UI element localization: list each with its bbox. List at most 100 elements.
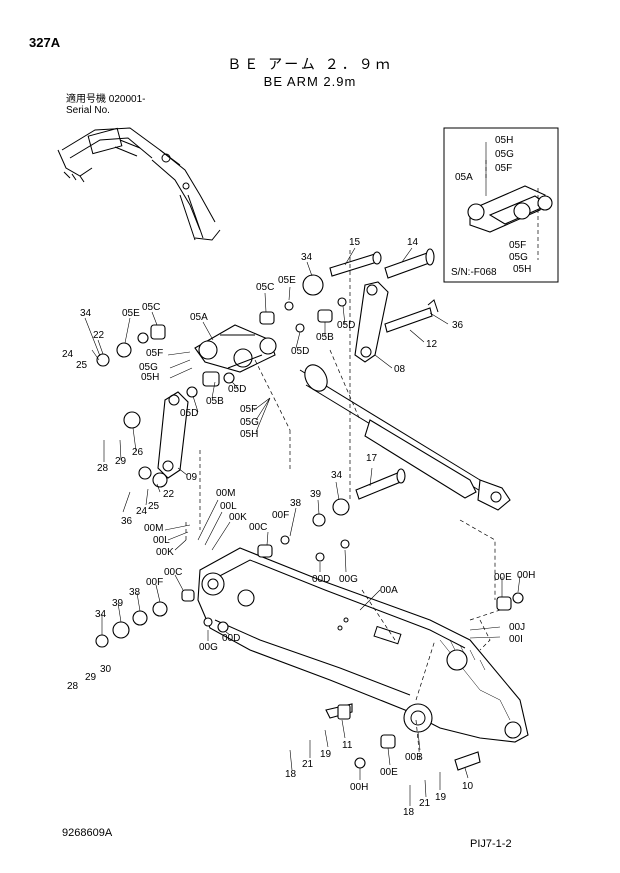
callout: 05H — [240, 429, 258, 440]
callout: 05F — [495, 163, 512, 174]
title-english: BE ARM 2.9m — [263, 74, 357, 89]
callout: 05H — [141, 372, 159, 383]
callout: 34 — [331, 470, 343, 481]
serial-label-english: Serial No. — [66, 105, 110, 116]
callout: 21 — [419, 798, 431, 809]
inset-pin-group-box — [443, 127, 559, 283]
callout: 17 — [366, 453, 378, 464]
callout: 00L — [220, 501, 237, 512]
callout: 00G — [339, 574, 358, 585]
callout: 05G — [240, 417, 259, 428]
callout: 05F — [240, 404, 257, 415]
callout: 00J — [509, 622, 525, 633]
callout: 14 — [407, 237, 419, 248]
callout: 22 — [93, 330, 105, 341]
callout: 05H — [495, 135, 513, 146]
callout: 05D — [337, 320, 355, 331]
link-05A-assembly — [194, 324, 277, 373]
callout: 08 — [394, 364, 406, 375]
callout: 11 — [342, 740, 353, 751]
callout: 15 — [349, 237, 361, 248]
callout: 09 — [186, 472, 198, 483]
callout: 05B — [316, 332, 334, 343]
callout: 25 — [76, 360, 88, 371]
callout: 00F — [146, 577, 163, 588]
callout: 00K — [229, 512, 247, 523]
leader-lines — [84, 247, 521, 806]
callout-labels: 15 14 34 05C 05E 34 05E 05C 22 24 25 05A… — [62, 135, 535, 818]
callout: 00E — [494, 572, 512, 583]
callout: 05A — [190, 312, 208, 323]
callout: 36 — [452, 320, 464, 331]
callout: 10 — [462, 781, 474, 792]
callout: 05G — [495, 149, 514, 160]
callout: 05G — [139, 362, 158, 373]
inset-serial-note: S/N:-F068 — [451, 267, 497, 278]
callout: 39 — [112, 598, 124, 609]
callout: 05G — [509, 252, 528, 263]
callout: 21 — [302, 759, 314, 770]
machine-overview-sketch — [57, 127, 221, 241]
serial-label-japanese: 適用号機 020001- — [66, 94, 146, 105]
callout: 00D — [312, 574, 330, 585]
callout: 00D — [222, 633, 240, 644]
sheet-reference: PIJ7-1-2 — [470, 838, 512, 850]
callout: 25 — [148, 501, 160, 512]
link-09 — [157, 391, 189, 479]
callout: 36 — [121, 516, 133, 527]
callout: 18 — [403, 807, 415, 818]
callout: 00M — [144, 523, 163, 534]
callout: 05A — [455, 172, 473, 183]
callout: 29 — [85, 672, 97, 683]
drawing-number: 9268609A — [62, 827, 113, 839]
link-08 — [354, 281, 389, 363]
callout: 00C — [249, 522, 267, 533]
callout: 00H — [517, 570, 535, 581]
callout: 34 — [80, 308, 92, 319]
bucket-cylinder — [299, 364, 511, 511]
callout: 05D — [180, 408, 198, 419]
title-japanese: ＢＥ アーム ２．９ｍ — [227, 56, 393, 72]
callout: 24 — [136, 506, 148, 517]
callout: 05D — [291, 346, 309, 357]
callout: 00E — [380, 767, 398, 778]
callout: 00G — [199, 642, 218, 653]
page-number: 327A — [29, 35, 61, 50]
callout: 05H — [513, 264, 531, 275]
callout: 28 — [67, 681, 79, 692]
callout: 00F — [272, 510, 289, 521]
callout: 00A — [380, 585, 398, 596]
callout: 00B — [405, 752, 423, 763]
callout: 22 — [163, 489, 175, 500]
callout: 28 — [97, 463, 109, 474]
callout: 39 — [310, 489, 322, 500]
callout: 05F — [146, 348, 163, 359]
callout: 00C — [164, 567, 182, 578]
callout: 34 — [301, 252, 313, 263]
callout: 18 — [285, 769, 297, 780]
callout: 05C — [256, 282, 274, 293]
callout: 00K — [156, 547, 174, 558]
callout: 24 — [62, 349, 74, 360]
callout: 12 — [426, 339, 438, 350]
callout: 05E — [122, 308, 140, 319]
callout: 00I — [509, 634, 523, 645]
callout: 05C — [142, 302, 160, 313]
callout: 19 — [320, 749, 332, 760]
callout: 05F — [509, 240, 526, 251]
arm-body — [197, 547, 529, 743]
callout: 19 — [435, 792, 447, 803]
callout: 00H — [350, 782, 368, 793]
callout: 38 — [290, 498, 302, 509]
callout: 26 — [132, 447, 144, 458]
callout: 30 — [100, 664, 112, 675]
callout: 00L — [153, 535, 170, 546]
callout: 05D — [228, 384, 246, 395]
callout: 05E — [278, 275, 296, 286]
callout: 05B — [206, 396, 224, 407]
callout: 29 — [115, 456, 127, 467]
callout: 00M — [216, 488, 235, 499]
callout: 38 — [129, 587, 141, 598]
